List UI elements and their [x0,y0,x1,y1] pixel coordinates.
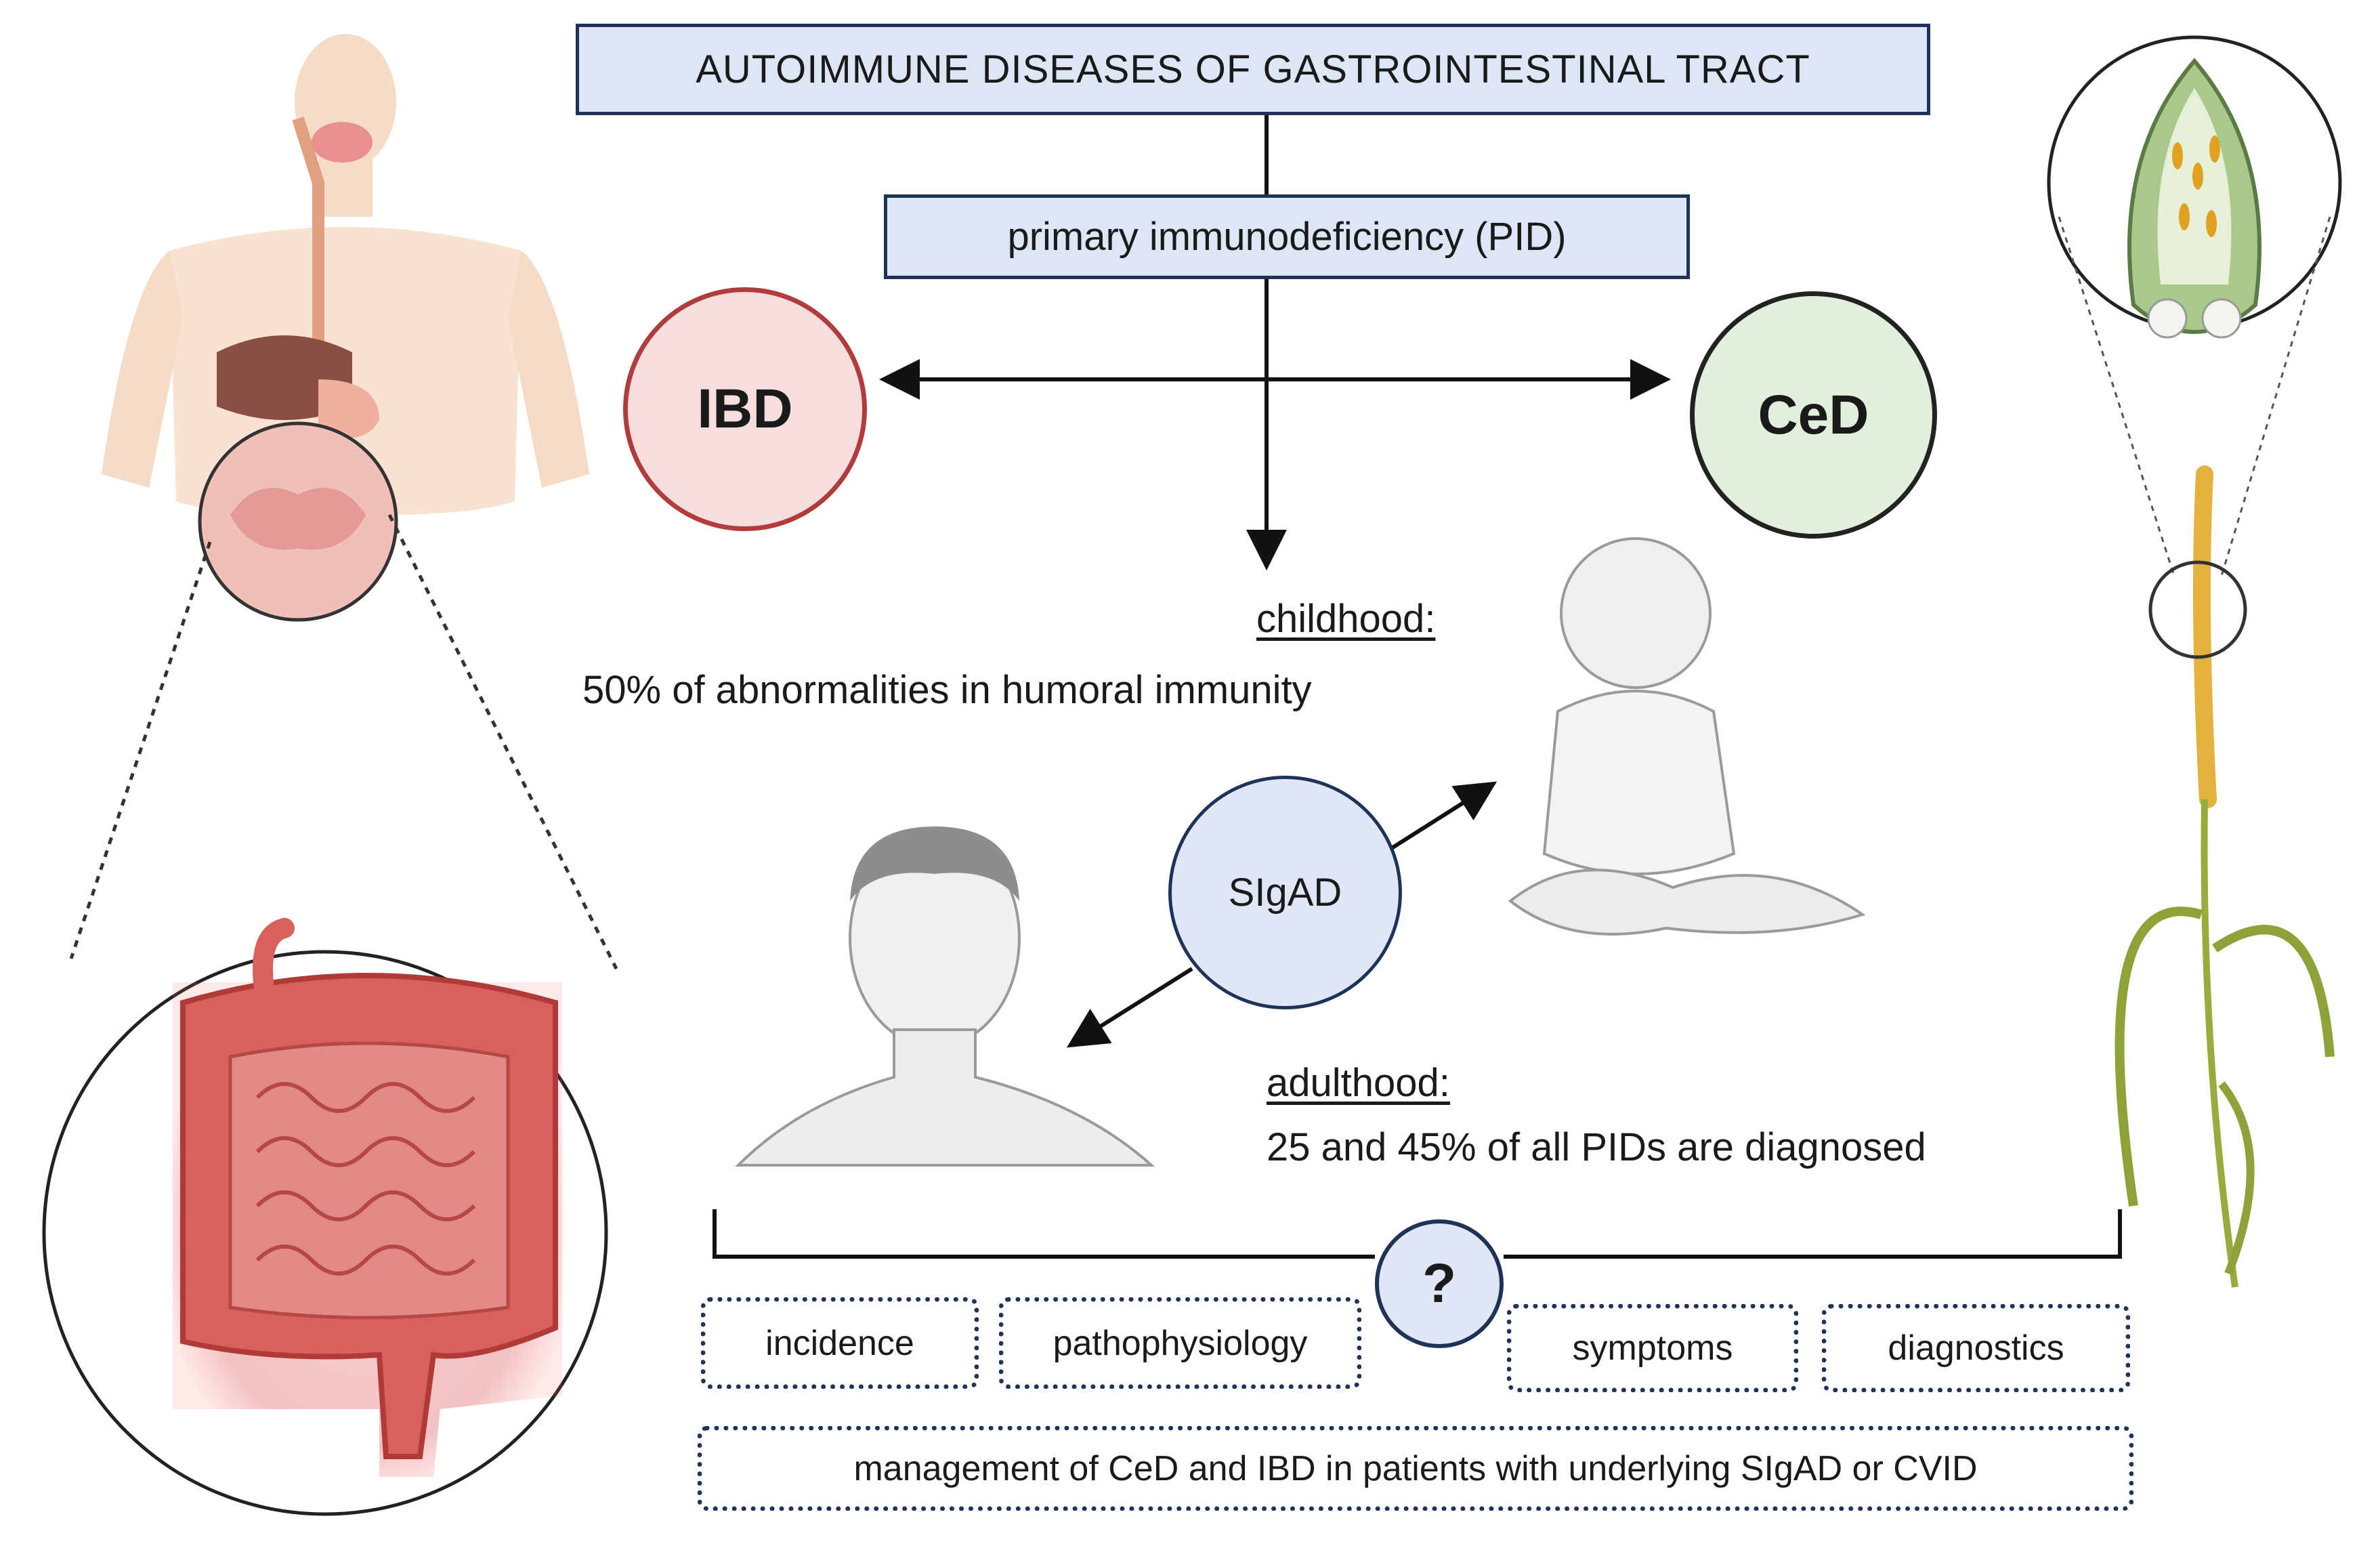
adulthood-text: 25 and 45% of all PIDs are diagnosed [1267,1125,1926,1169]
topic-diagnostics: diagnostics [1822,1304,2130,1392]
wheat-plant-illustration [2115,465,2335,1288]
ced-label: CeD [1758,383,1869,446]
topic-pathophysiology: pathophysiology [999,1297,1361,1389]
title-text: AUTOIMMUNE DISEASES OF GASTROINTESTINAL … [696,47,1810,91]
question-circle: ? [1375,1219,1504,1348]
baby-illustration [1508,537,1866,936]
intestine-illustration [42,918,608,1516]
management-box: management of CeD and IBD in patients wi… [698,1426,2133,1511]
childhood-text: 50% of abnormalities in humoral immunity [582,668,1312,712]
question-label: ? [1422,1253,1457,1314]
ced-circle: CeD [1690,291,1937,539]
sigad-circle: SIgAD [1168,776,1402,1009]
pid-text: primary immunodeficiency (PID) [1007,215,1567,259]
ibd-label: IBD [697,378,793,440]
topic-incidence-label: incidence [765,1323,914,1363]
human-body-illustration [102,34,589,622]
sigad-label: SIgAD [1228,871,1342,915]
title-box: AUTOIMMUNE DISEASES OF GASTROINTESTINAL … [576,24,1930,115]
topic-symptoms-label: symptoms [1572,1328,1733,1368]
topic-pathophysiology-label: pathophysiology [1053,1323,1308,1363]
adulthood-heading: adulthood: [1267,1061,1450,1105]
topic-symptoms: symptoms [1507,1304,1798,1392]
pid-box: primary immunodeficiency (PID) [884,194,1690,279]
ibd-circle: IBD [623,287,867,531]
management-label: management of CeD and IBD in patients wi… [853,1448,1978,1488]
topic-diagnostics-label: diagnostics [1888,1328,2064,1368]
wheat-spikelet-illustration [2047,35,2342,339]
topic-incidence: incidence [701,1297,979,1389]
adult-illustration [735,826,1155,1167]
childhood-heading: childhood: [1256,597,1436,641]
